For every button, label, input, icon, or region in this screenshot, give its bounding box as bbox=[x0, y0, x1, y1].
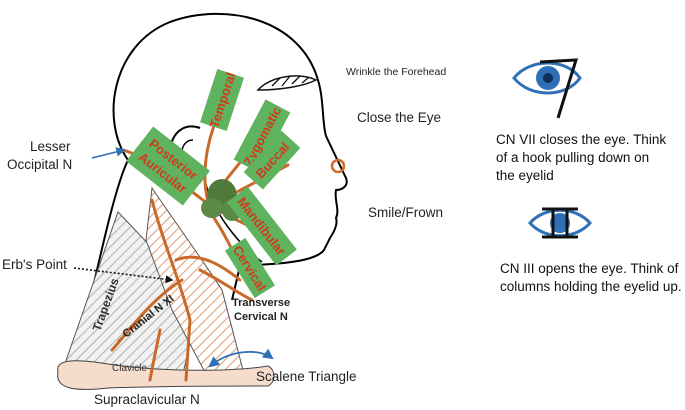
cn7-caption-line: CN VII closes the eye. Think bbox=[496, 132, 667, 147]
scalene-triangle-label: Scalene Triangle bbox=[256, 369, 357, 384]
cn7-caption-line: the eyelid bbox=[496, 168, 554, 183]
transverse-cervical-label-2: Cervical N bbox=[234, 311, 288, 323]
nose-ring-icon bbox=[330, 158, 346, 174]
cranial-nerve-xi-dashed bbox=[116, 316, 144, 344]
erbs-point-label: Erb's Point bbox=[2, 257, 67, 272]
head-outline bbox=[112, 12, 348, 301]
scalene-triangle-arrow bbox=[208, 348, 274, 368]
cn7-eye-icon bbox=[512, 58, 582, 119]
cn3-caption-line: CN III opens the eye. Think of bbox=[500, 261, 679, 276]
cn7-caption-line: of a hook pulling down on bbox=[496, 150, 650, 165]
lesser-occipital-label-2: Occipital N bbox=[7, 157, 73, 172]
temporal-box: Temporal bbox=[200, 69, 244, 131]
posterior-auricular-box: Posterior Auricular bbox=[126, 126, 210, 206]
eyebrow-icon bbox=[256, 75, 318, 91]
wrinkle-forehead-label: Wrinkle the Forehead bbox=[346, 66, 447, 78]
close-eye-label: Close the Eye bbox=[357, 110, 442, 125]
cn3-caption-line: columns holding the eyelid up. bbox=[500, 279, 682, 294]
clavicle-shape bbox=[57, 360, 275, 390]
supraclavicular-label: Supraclavicular N bbox=[94, 392, 200, 407]
erbs-point-arrow bbox=[73, 267, 174, 284]
clavicle-label: Clavicle bbox=[112, 363, 147, 374]
smile-frown-label: Smile/Frown bbox=[368, 205, 444, 220]
cn3-eye-icon bbox=[527, 207, 593, 239]
lesser-occipital-arrow bbox=[91, 147, 126, 159]
cn7-caption: CN VII closes the eye. Think of a hook p… bbox=[496, 131, 666, 185]
lesser-occipital-label-1: Lesser bbox=[30, 139, 71, 154]
transverse-cervical-label-1: Transverse bbox=[232, 297, 290, 309]
cn3-caption: CN III opens the eye. Think of columns h… bbox=[500, 260, 682, 296]
